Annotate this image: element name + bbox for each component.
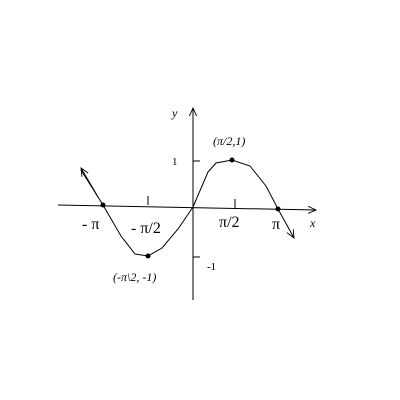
x-tick-label-pi: π (272, 216, 280, 233)
min-point-label: (-π\2, -1) (113, 270, 156, 284)
y-tick-label-neg-one: -1 (207, 261, 216, 273)
max-point-label: (π/2,1) (213, 134, 245, 148)
point-neg-pi (100, 202, 106, 208)
x-tick-label-neg-half-pi: - π/2 (131, 220, 161, 237)
point-min (145, 253, 151, 259)
point-max (229, 157, 235, 163)
y-axis-label: y (171, 106, 178, 120)
x-axis-label: x (309, 216, 316, 230)
x-tick-label-neg-pi: - π (82, 216, 99, 233)
sine-curve (80, 159, 294, 257)
curve-left-arrow (81, 168, 99, 198)
x-tick-label-half-pi: π/2 (219, 214, 240, 231)
y-tick-label-one: 1 (172, 156, 178, 168)
point-pi (275, 206, 281, 212)
